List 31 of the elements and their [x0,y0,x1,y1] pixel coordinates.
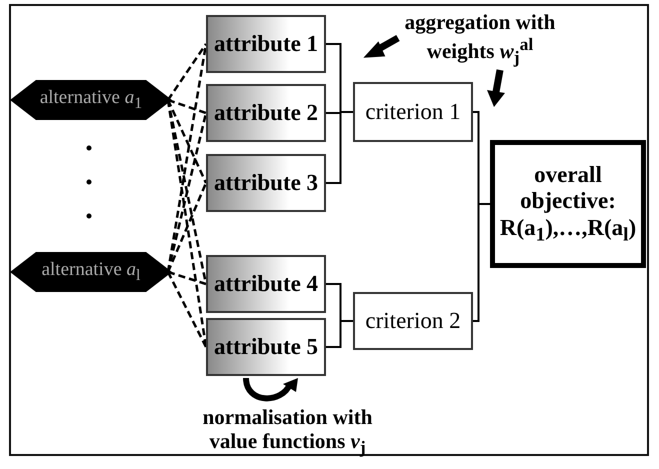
connector-line [326,111,353,184]
dashed-line [166,43,208,101]
objective-text: overall objective: [519,162,617,215]
dashed-line [168,270,206,286]
annotation-text: normalisation with value functions v$_{j}$ [202,405,374,458]
alternative-label: alternative a$_{1}$ [40,87,142,113]
alternative-hexagon [10,252,172,292]
attribute-box [206,84,326,142]
objective-box [490,140,646,268]
attribute-box [206,15,326,73]
dashed-line [166,99,208,184]
box-label: criterion 1 [365,99,461,125]
box-label: criterion 2 [365,308,461,334]
criterion-box [353,82,473,142]
box-label: attribute 3 [214,170,318,196]
alternative-label: alternative a$_{l}$ [42,259,140,285]
attribute-box [206,318,326,376]
criterion-box [353,292,473,350]
box-label: attribute 1 [214,31,318,57]
dashed-line [166,182,208,272]
attribute-box [206,154,326,212]
box-label: attribute 5 [214,334,318,360]
alternative-hexagon [10,80,172,120]
connector-line [326,320,353,348]
dashed-line [166,271,208,348]
dashed-line [168,98,206,114]
objective-text: R(a$_{1}$),…,R(a$_{l}$) [500,214,636,246]
connector-line [473,203,490,322]
box-label: attribute 4 [214,271,318,297]
box-label: attribute 2 [214,100,318,126]
attribute-box [206,255,326,313]
